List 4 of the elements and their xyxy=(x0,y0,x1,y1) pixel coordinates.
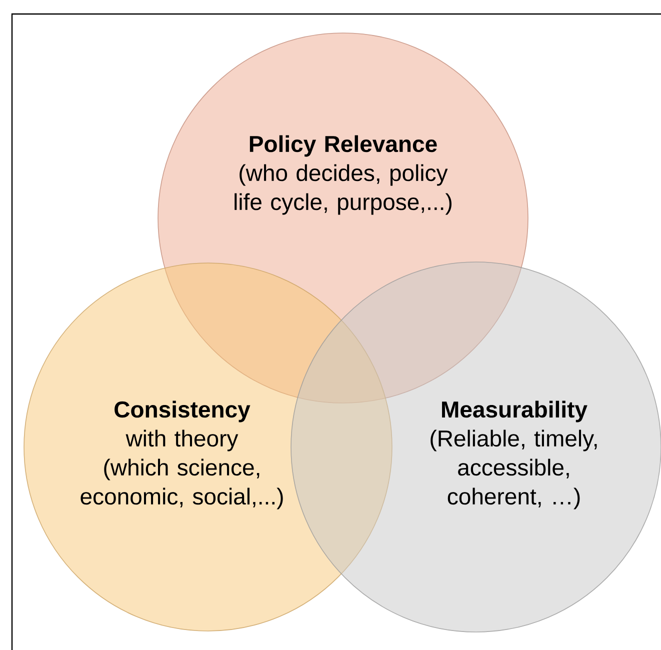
circle-label: Measurability (Reliable, timely, accessible, coherent, …) xyxy=(430,400,597,510)
circle-label: Policy Relevance (who decides, policy life cycle, purpose,...) xyxy=(234,135,452,215)
circle-label: Consistency with theory (which science, economic, social,...) xyxy=(80,400,283,510)
venn-circle xyxy=(290,262,661,632)
